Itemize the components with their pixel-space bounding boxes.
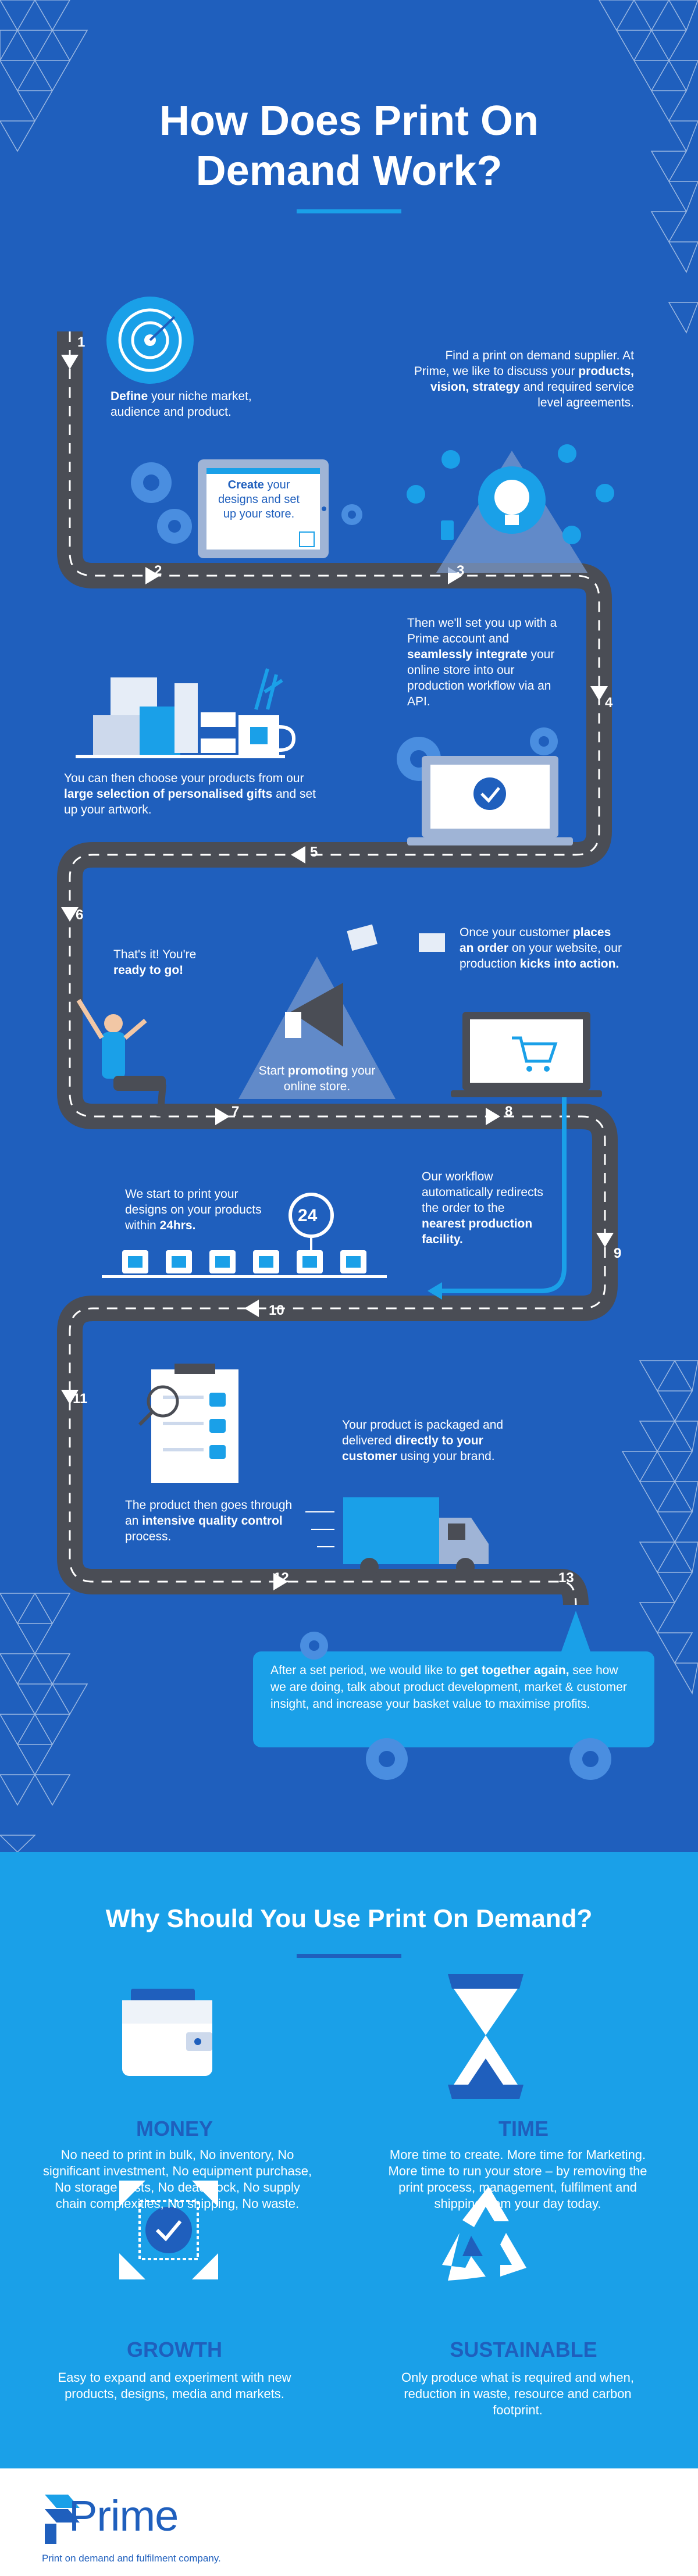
laptop-illustration (397, 727, 573, 845)
triangle-pattern-top-left (0, 0, 88, 152)
target-icon (106, 297, 194, 384)
step-11-text: The product then goes through an intensi… (125, 1498, 293, 1543)
step-2-text: Create your designs and set up your stor… (218, 479, 300, 520)
page-title: How Does Print On Demand Work? (0, 96, 698, 196)
marker-1 (61, 355, 79, 369)
marker-4 (590, 686, 608, 701)
money-text: No need to print in bulk, No inventory, … (42, 2147, 312, 2211)
callout-box (253, 1611, 654, 1747)
title-line-1: How Does Print On (159, 98, 539, 144)
triangle-pattern-left (0, 1593, 88, 1852)
marker-11 (61, 1390, 79, 1404)
why-underline (297, 1954, 401, 1958)
tablet-illustration (198, 459, 329, 558)
step-6-text: That's it! You're ready to go! (113, 948, 197, 977)
sustainable-text: Only produce what is required and when, … (401, 2370, 634, 2417)
footer (0, 2468, 698, 2576)
marker-5 (291, 846, 305, 864)
conveyor-illustration (102, 1193, 387, 1278)
title-underline (297, 209, 401, 213)
marker-8 (486, 1108, 500, 1125)
step-5-text: You can then choose your products from o… (64, 772, 316, 816)
title-line-2: Demand Work? (195, 148, 503, 194)
prime-logo-icon (45, 2495, 80, 2544)
time-text: More time to create. More time for Marke… (388, 2147, 647, 2211)
step-number-6: 6 (76, 907, 84, 923)
road-dashes (69, 331, 606, 1605)
gear-icons-bottom (300, 1632, 611, 1780)
step-number-12: 12 (273, 1570, 289, 1586)
step-10-text: We start to print your designs on your p… (125, 1187, 262, 1232)
person-illustration (76, 998, 166, 1117)
step-4-text: Then we'll set you up with a Prime accou… (407, 616, 557, 708)
marker-6 (61, 907, 79, 922)
growth-text: Easy to expand and experiment with new p… (58, 2370, 291, 2401)
time-heading: TIME (498, 2117, 549, 2140)
step-number-9: 9 (614, 1246, 622, 1261)
growth-heading: GROWTH (127, 2338, 222, 2361)
step-number-11: 11 (73, 1391, 88, 1407)
clipboard-illustration (138, 1364, 238, 1483)
step-number-2: 2 (154, 563, 162, 579)
megaphone-illustration (238, 924, 445, 1099)
why-title: Why Should You Use Print On Demand? (105, 1904, 593, 1933)
products-illustration (76, 668, 296, 758)
step-3-text: Find a print on demand supplier. At Prim… (414, 349, 634, 409)
flow-arrow (428, 1282, 442, 1300)
cart-laptop-illustration (451, 1012, 602, 1097)
step-number-10: 10 (269, 1303, 284, 1318)
step-number-7: 7 (232, 1104, 240, 1119)
how-it-works-section: How Does Print On Demand Work? 1 2 3 4 5… (0, 0, 698, 1852)
marker-10 (244, 1300, 259, 1317)
brand-name: Prime (69, 2492, 179, 2540)
step-number-3: 3 (457, 563, 465, 579)
step-number-4: 4 (605, 695, 613, 711)
step-number-1: 1 (77, 334, 86, 350)
truck-illustration (305, 1497, 489, 1576)
road-markers (61, 355, 614, 1590)
triangle-pattern-right (621, 1360, 698, 1695)
step-number-5: 5 (310, 844, 318, 860)
step-8-text: Once your customer places an order on yo… (460, 926, 622, 971)
brand-tagline: Print on demand and fulfilment company. (42, 2553, 221, 2564)
step-1-text: Define your niche market, audience and p… (111, 390, 252, 419)
money-heading: MONEY (136, 2117, 213, 2140)
road-illustration (0, 0, 698, 1852)
flow-line (442, 1070, 567, 1293)
gear-icons-left (131, 462, 362, 544)
step-13-text: After a set period, we would like to get… (270, 1664, 627, 1711)
lightbulb-illustration (407, 444, 614, 573)
marker-12 (273, 1573, 288, 1590)
sustainable-heading: SUSTAINABLE (450, 2338, 597, 2361)
step-9-text: Our workflow automatically redirects the… (422, 1170, 543, 1246)
marker-7 (215, 1108, 230, 1125)
marker-9 (596, 1233, 614, 1247)
marker-2 (145, 567, 160, 584)
timer-label: 24 (298, 1206, 318, 1225)
step-7-text: Start promoting your online store. (258, 1064, 376, 1093)
step-number-8: 8 (505, 1104, 513, 1119)
step-12-text: Your product is packaged and delivered d… (342, 1418, 504, 1463)
step-number-13: 13 (558, 1570, 574, 1586)
triangle-pattern-top-right (599, 0, 698, 334)
